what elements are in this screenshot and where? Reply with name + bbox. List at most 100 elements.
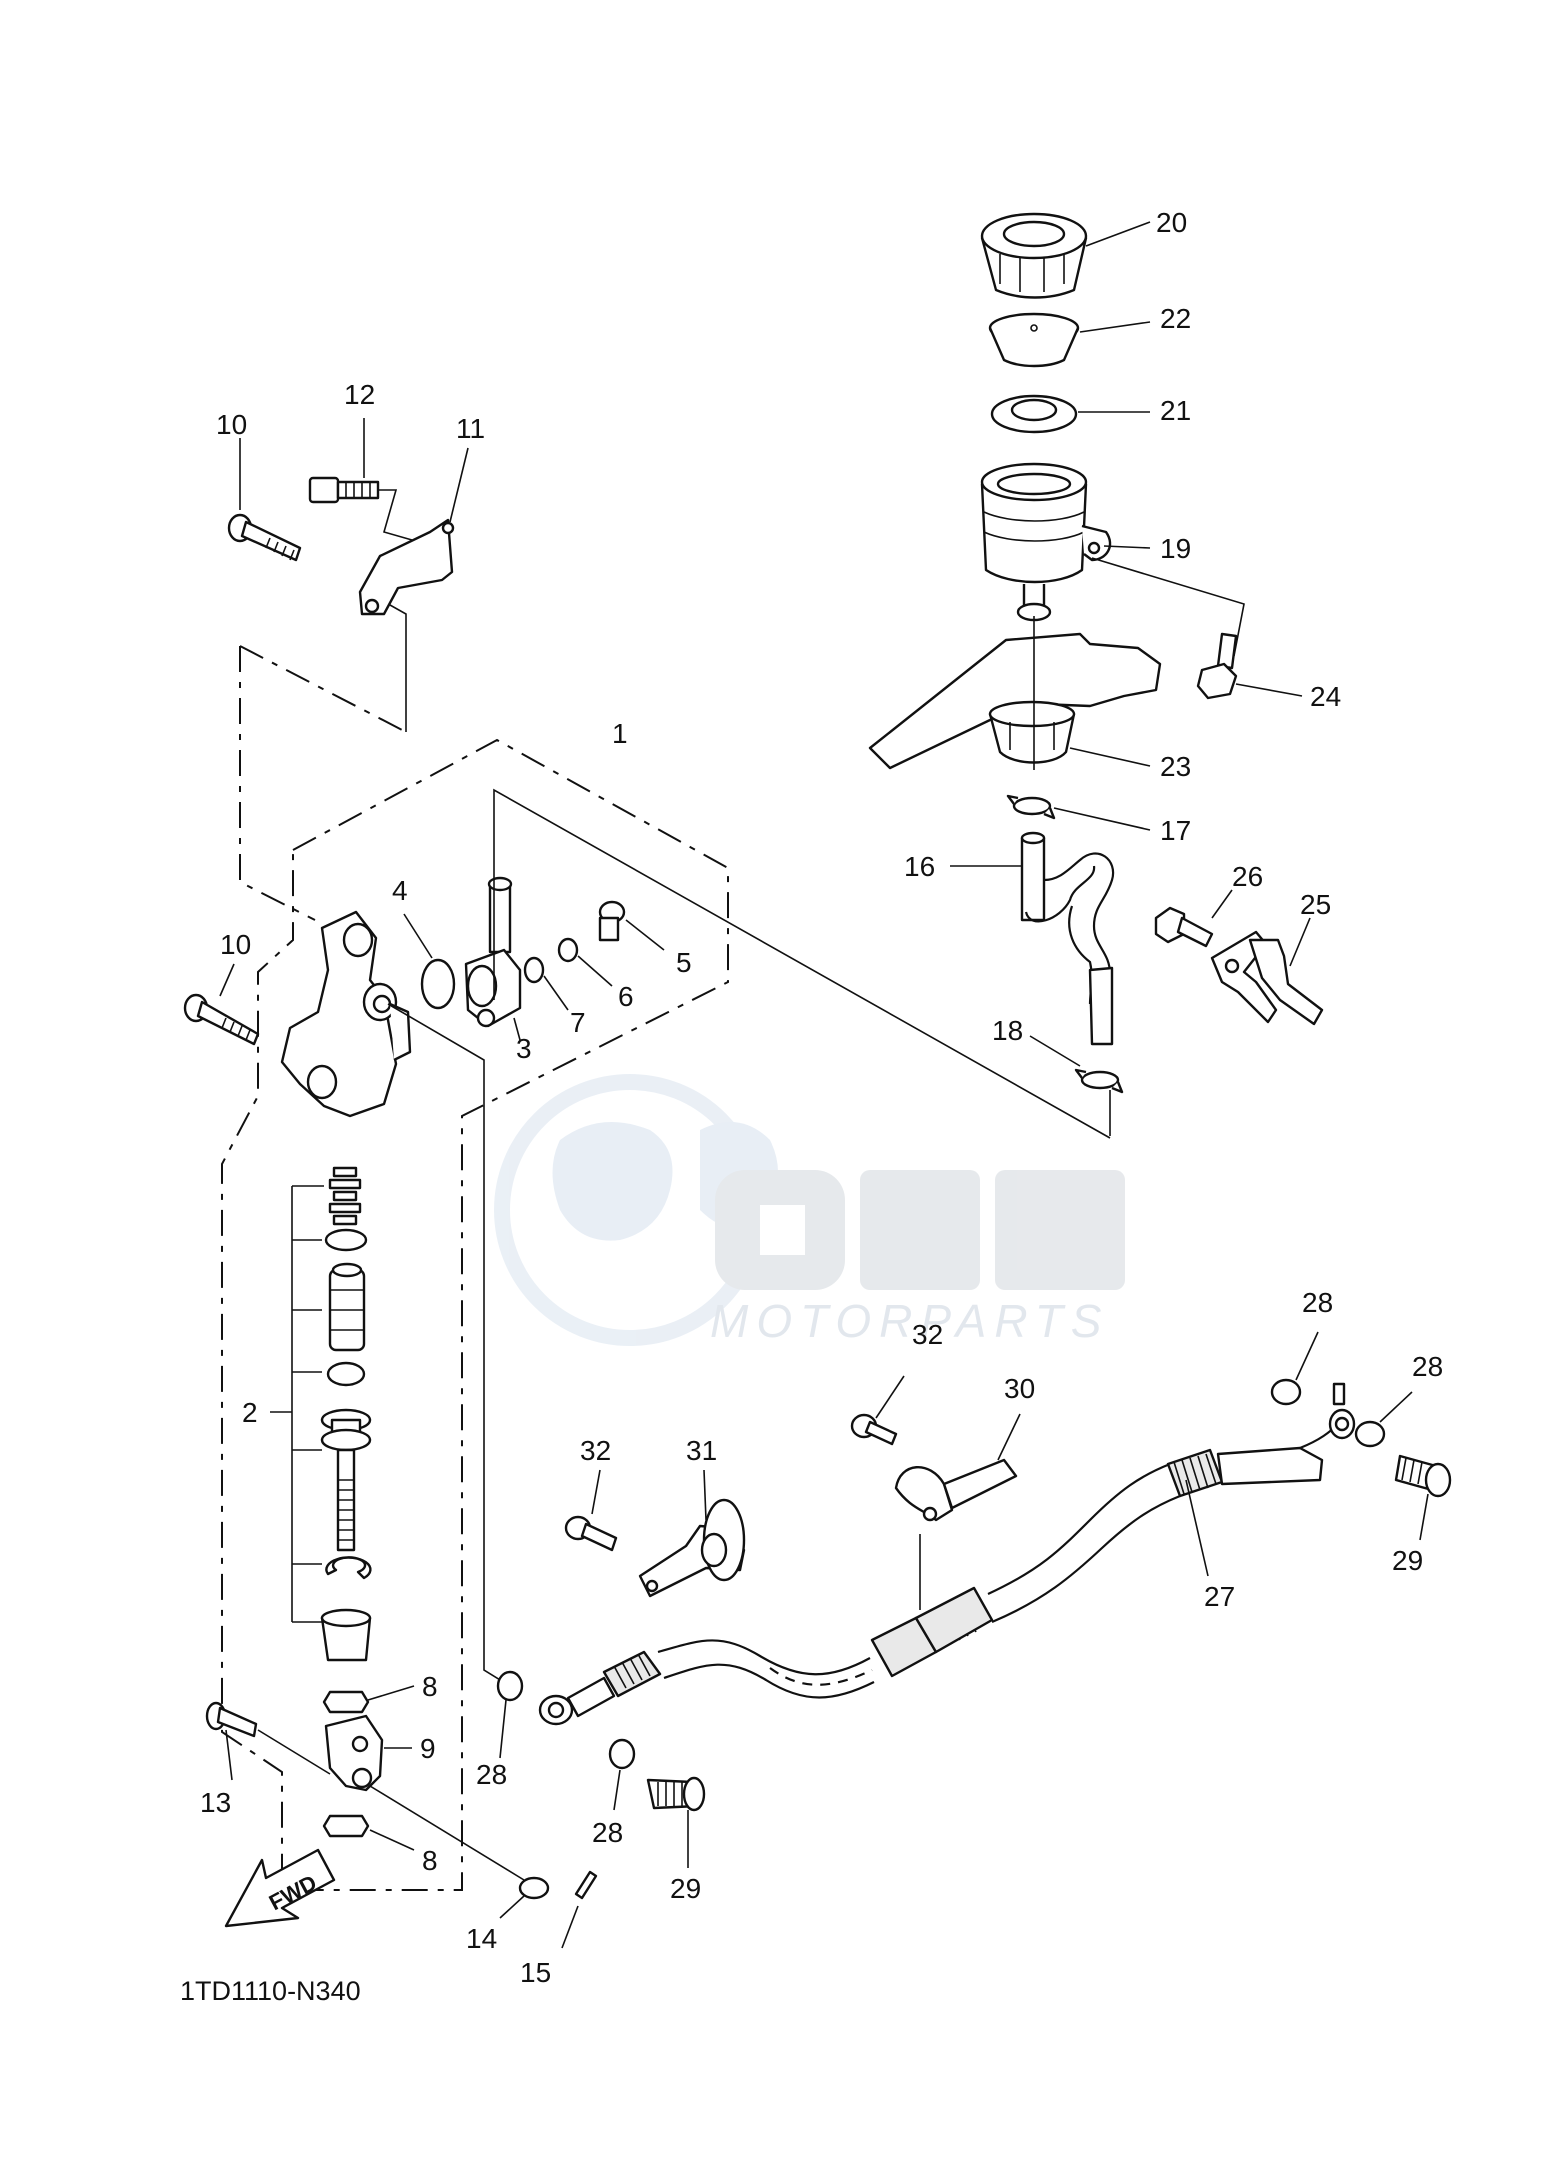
callout-10-top: 10	[216, 409, 247, 440]
leader-hose-top	[493, 788, 1111, 1139]
callout-15: 15	[520, 1957, 551, 1988]
callout-28-a: 28	[476, 1759, 507, 1790]
callout-29-lower: 29	[670, 1873, 701, 1904]
leader-28-d	[1379, 1391, 1413, 1423]
bolt-32-upper	[850, 1413, 898, 1446]
leader-32-lower	[591, 1469, 601, 1515]
leader-19-24	[1091, 557, 1245, 657]
leader-7	[543, 975, 569, 1011]
callout-labels: 1 2 3 4 5 6 7 8 8 9 10 10 11 12 13 14 15…	[200, 207, 1443, 1988]
diaphragm-22	[988, 312, 1080, 368]
bolt-32-lower	[564, 1515, 618, 1552]
leader-28-c	[1295, 1331, 1319, 1381]
leader-15	[561, 1905, 579, 1949]
o-ring-4	[420, 958, 456, 1010]
callout-22: 22	[1160, 303, 1191, 334]
callout-32-lower: 32	[580, 1435, 611, 1466]
hose-27	[538, 1382, 1356, 1726]
callout-9: 9	[420, 1733, 436, 1764]
bracket-leader-dashed	[239, 646, 316, 921]
watermark-subtitle: MOTORPARTS	[710, 1295, 1109, 1347]
leader-13-pin	[257, 1729, 331, 1775]
callout-30: 30	[1004, 1373, 1035, 1404]
assembly-1-boundary	[221, 738, 729, 1891]
leader-8-lower	[369, 1829, 415, 1851]
bracket-11	[358, 518, 455, 616]
callout-20: 20	[1156, 207, 1187, 238]
callout-31: 31	[686, 1435, 717, 1466]
callout-4: 4	[392, 875, 408, 906]
callout-5: 5	[676, 947, 692, 978]
leader-28-b	[613, 1769, 621, 1811]
reservoir-cap-20	[980, 212, 1088, 299]
fwd-arrow-icon: FWD	[224, 1848, 336, 1928]
leader-8-upper	[367, 1685, 415, 1701]
leader-14-line	[369, 1785, 525, 1881]
washer-28-c	[1270, 1378, 1302, 1406]
hose-clip-17	[1006, 794, 1056, 820]
bolt-10-top	[227, 513, 302, 562]
callout-6: 6	[618, 981, 634, 1012]
circlip	[325, 1556, 372, 1580]
callout-8-upper: 8	[422, 1671, 438, 1702]
callout-13: 13	[200, 1787, 231, 1818]
watermark-logo	[715, 1170, 1125, 1290]
reservoir-holder-23	[868, 632, 1162, 770]
banjo-bolt-29-lower	[646, 1776, 706, 1812]
leader-10-lower	[219, 963, 235, 997]
cup-seal	[324, 1228, 368, 1252]
bolt-5	[598, 900, 626, 942]
cotter-pin-15	[574, 1870, 598, 1900]
leader-29-upper	[1419, 1493, 1429, 1541]
bolt-26	[1154, 906, 1214, 948]
leader-32-upper	[875, 1375, 905, 1419]
leader-12-b	[378, 489, 413, 541]
leader-26	[1211, 889, 1233, 919]
leader-28-a	[499, 1699, 507, 1759]
callout-21: 21	[1160, 395, 1191, 426]
leader-20	[1085, 221, 1151, 247]
callout-7: 7	[570, 1007, 586, 1038]
callout-28-b: 28	[592, 1817, 623, 1848]
washer-28-d	[1354, 1420, 1386, 1448]
hose-joint-3	[464, 876, 522, 1028]
leader-5	[625, 919, 665, 951]
callout-29-upper: 29	[1392, 1545, 1423, 1576]
callout-8-lower: 8	[422, 1845, 438, 1876]
bolt-10-lower	[183, 993, 260, 1046]
banjo-bolt-29-upper	[1394, 1454, 1452, 1498]
washer-28-b	[608, 1738, 636, 1770]
callout-26: 26	[1232, 861, 1263, 892]
reservoir-tank-19	[980, 462, 1112, 622]
piston	[328, 1262, 366, 1352]
leader-3	[513, 1017, 521, 1041]
pin-13	[205, 1701, 258, 1738]
bracket-leader	[373, 595, 407, 732]
leader-18	[1029, 1035, 1081, 1067]
nut-8-lower	[322, 1814, 370, 1838]
washer-14	[518, 1876, 550, 1900]
callout-28-d: 28	[1412, 1351, 1443, 1382]
diaphragm-plate-21	[990, 394, 1078, 434]
leader-17	[1053, 807, 1151, 831]
seal-2	[326, 1361, 366, 1387]
callout-27: 27	[1204, 1581, 1235, 1612]
leader-24	[1235, 683, 1303, 697]
callout-1: 1	[612, 718, 628, 749]
leader-31	[703, 1469, 707, 1521]
nut-8-upper	[322, 1690, 370, 1714]
leader-body-to-28	[387, 1003, 511, 1687]
bracket-2	[270, 1185, 324, 1623]
leader-4	[403, 913, 433, 959]
clevis-9	[324, 1714, 384, 1792]
callout-25: 25	[1300, 889, 1331, 920]
callout-12: 12	[344, 379, 375, 410]
master-cylinder-body	[280, 910, 412, 1118]
push-rod	[320, 1408, 372, 1552]
callout-14: 14	[466, 1923, 497, 1954]
leader-23	[1069, 747, 1151, 767]
boot	[320, 1608, 372, 1662]
callout-23: 23	[1160, 751, 1191, 782]
hose-clip-18	[1074, 1068, 1124, 1094]
